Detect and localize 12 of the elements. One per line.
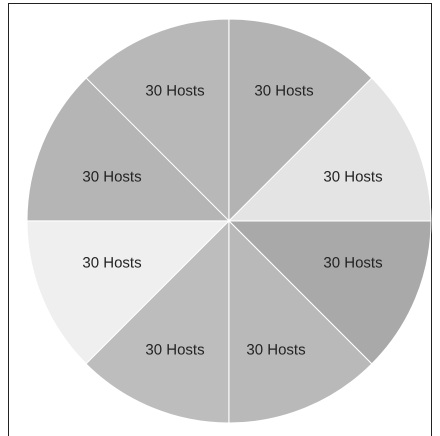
- slice-label: 30 Hosts: [254, 82, 314, 100]
- slice-label: 30 Hosts: [323, 254, 383, 272]
- pie-slice: [229, 78, 431, 221]
- pie-slice: [229, 221, 431, 364]
- pie-slice: [27, 78, 229, 221]
- pie-slice: [27, 221, 229, 364]
- slice-label: 30 Hosts: [82, 168, 142, 186]
- slice-label: 30 Hosts: [145, 342, 205, 358]
- slice-label: 30 Hosts: [145, 82, 205, 100]
- slice-label: 30 Hosts: [82, 254, 142, 272]
- slice-label: 30 Hosts: [246, 342, 306, 358]
- slice-label: 30 Hosts: [323, 168, 383, 186]
